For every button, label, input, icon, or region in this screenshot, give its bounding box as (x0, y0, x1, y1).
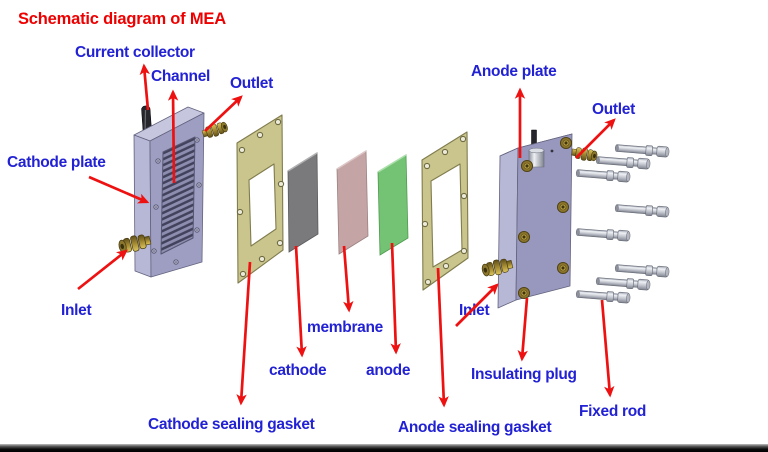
membrane-sheet-3d (336, 150, 369, 255)
label-channel: Channel (151, 68, 211, 85)
fixed-rods-3d (575, 142, 670, 304)
channel-area (160, 136, 196, 255)
label-inlet-left: Inlet (61, 302, 92, 319)
anode-outlet-fitting (570, 145, 599, 163)
label-insulating-plug: Insulating plug (471, 366, 577, 383)
label-fixed-rod: Fixed rod (579, 403, 647, 420)
label-outlet-right: Outlet (592, 101, 635, 118)
label-anode: anode (366, 362, 411, 379)
bottom-bar (0, 444, 768, 452)
label-inlet-right: Inlet (459, 302, 490, 319)
label-anode-sealing-gasket: Anode sealing gasket (398, 419, 552, 436)
cathode-sealing-gasket-3d (236, 114, 285, 284)
figure-title: Schematic diagram of MEA (18, 10, 226, 28)
cathode-outlet-fitting (200, 119, 230, 141)
label-membrane: membrane (307, 319, 383, 336)
label-cathode: cathode (269, 362, 327, 379)
label-outlet-left: Outlet (230, 75, 273, 92)
cathode-plate-3d (116, 105, 230, 278)
label-cathode-plate: Cathode plate (7, 154, 106, 171)
anode-sealing-gasket-3d (421, 131, 469, 291)
label-current-collector: Current collector (75, 44, 195, 61)
anode-sheet-3d (377, 154, 409, 256)
cathode-sheet-3d (287, 152, 319, 253)
anode-plate-3d (480, 129, 599, 309)
label-anode-plate: Anode plate (471, 63, 557, 80)
label-cathode-sealing-gasket: Cathode sealing gasket (148, 416, 315, 433)
